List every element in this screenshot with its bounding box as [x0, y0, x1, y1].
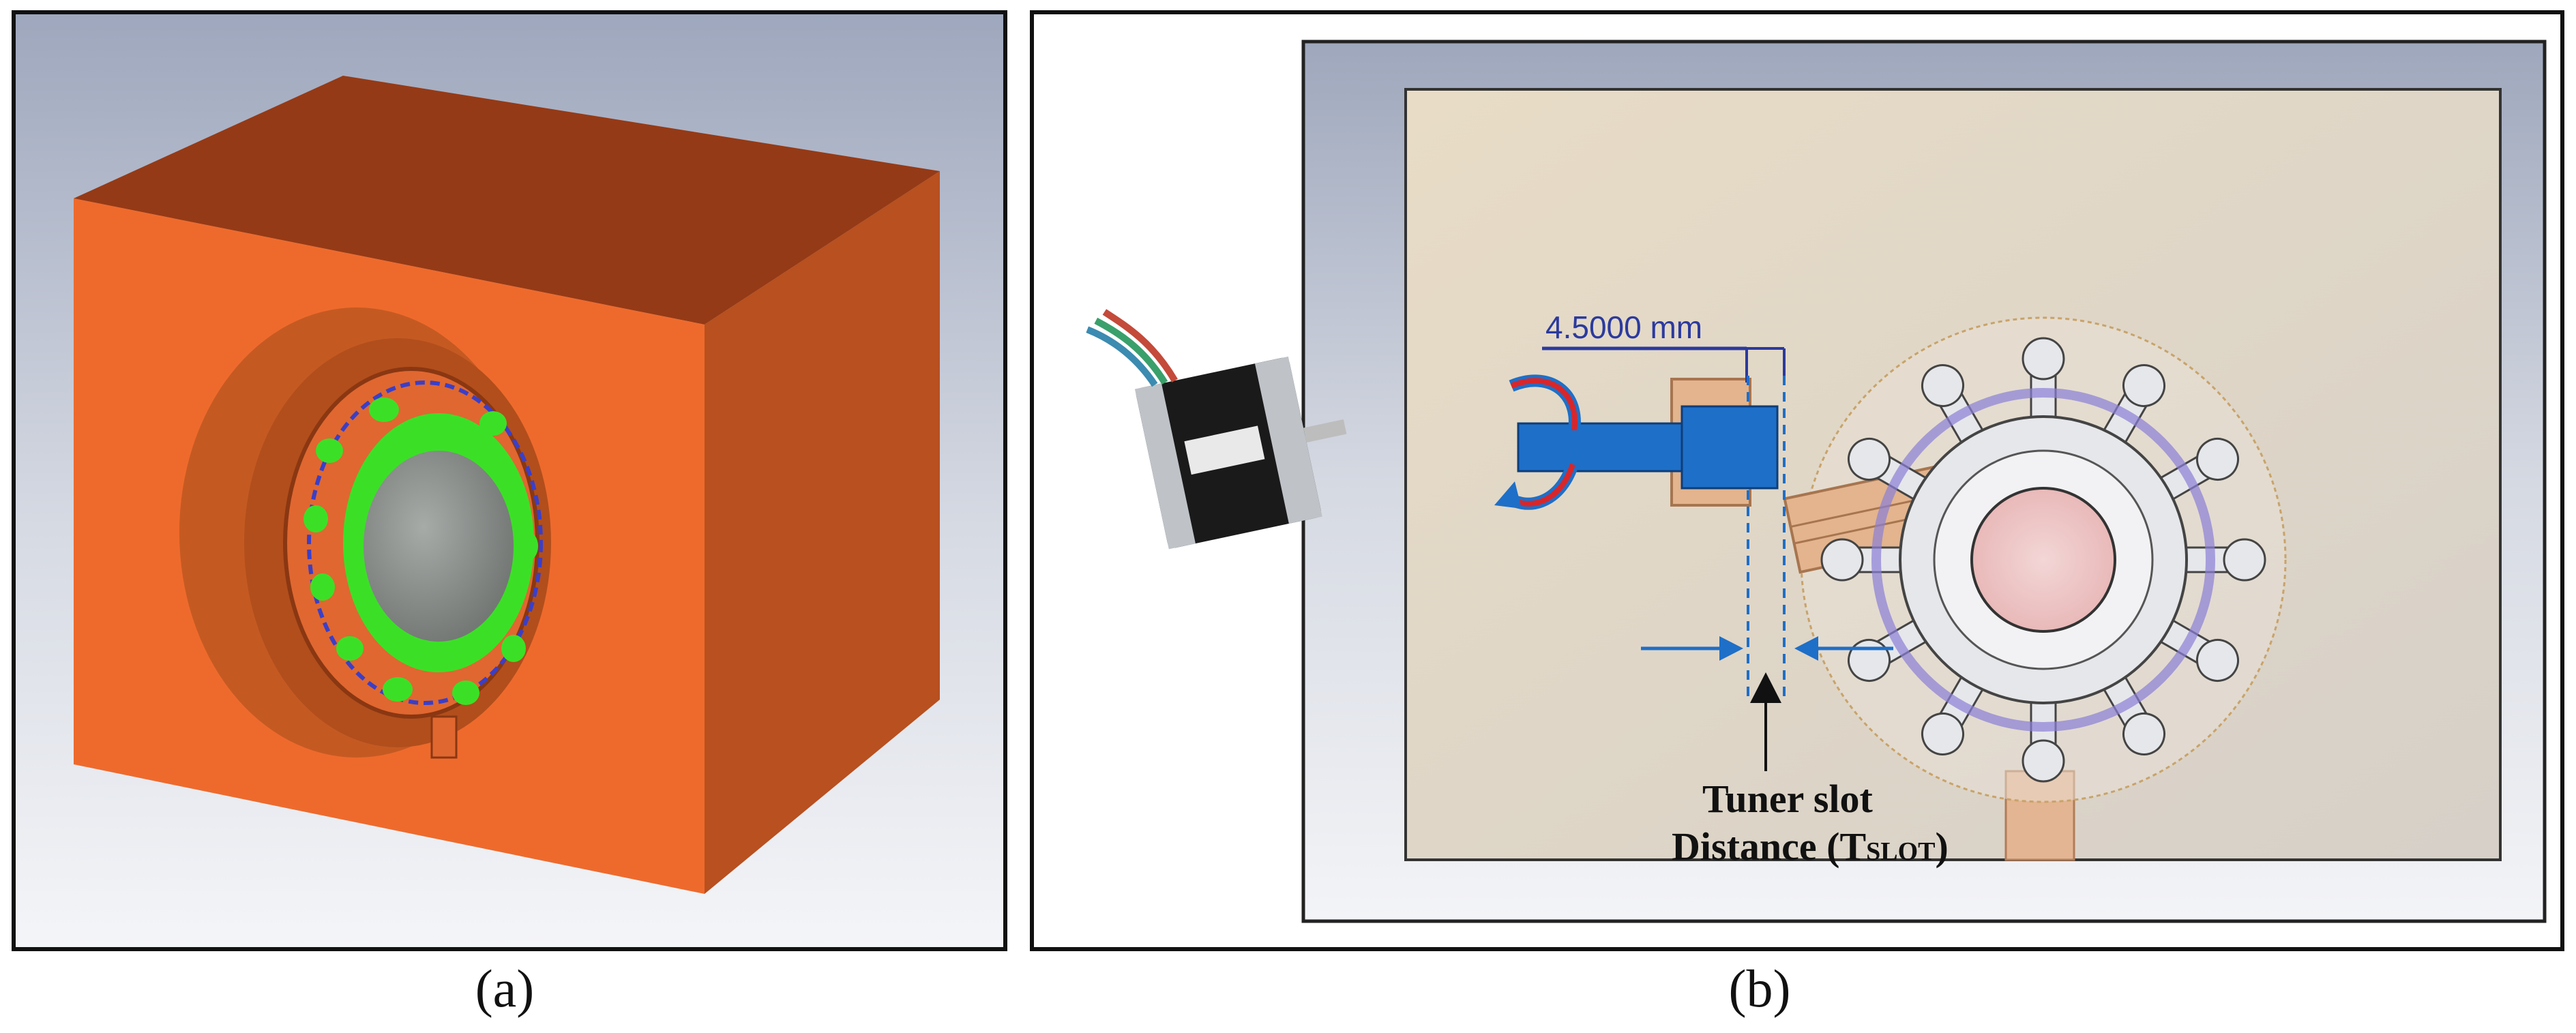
blue-wire-loop	[307, 380, 543, 705]
shaft-rod	[1517, 422, 1697, 473]
green-pads	[304, 398, 538, 705]
panel-a-cavity-render	[12, 10, 1007, 951]
caption-b: (b)	[1728, 959, 1791, 1018]
resonator-core	[1970, 487, 2116, 633]
cavity-3d-illustration	[16, 14, 1003, 947]
box-side-face	[705, 171, 940, 894]
shaft-coupler	[1681, 405, 1779, 490]
caption-a: (a)	[475, 959, 535, 1018]
wire-ring	[1871, 388, 2215, 732]
dimension-label: 4.5000 mm	[1545, 310, 1702, 345]
bottom-feed-post	[430, 715, 458, 759]
box-top-face	[74, 76, 940, 325]
tuner-label-line1: Tuner slot	[1702, 777, 1873, 821]
panel-b-tuner-schematic: 4.5000 mm Tuner slot Distance (TSLOT)	[1030, 10, 2564, 951]
arrow-right-to-left	[1794, 636, 1818, 661]
arrow-left-to-right	[1719, 636, 1743, 661]
center-disc	[364, 451, 514, 642]
stepper-motor	[1086, 309, 1347, 550]
tuner-label-line2: Distance (TSLOT)	[1672, 824, 1949, 869]
tuner-schematic-illustration: 4.5000 mm Tuner slot Distance (TSLOT)	[1086, 40, 2547, 923]
